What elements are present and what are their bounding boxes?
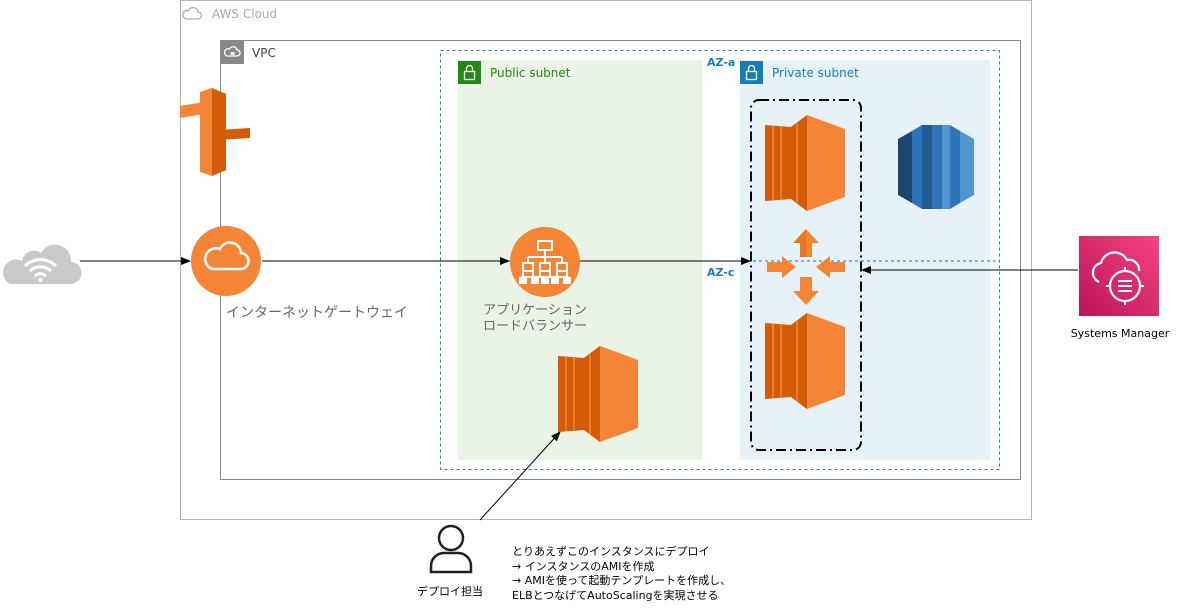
internet-gateway-icon — [190, 225, 262, 297]
alb-label-line2: ロードバランサー — [482, 319, 587, 334]
public-subnet-label: Public subnet — [490, 66, 571, 80]
auto-scaling-group-box — [750, 99, 862, 451]
az-a-label: AZ-a — [707, 56, 736, 69]
systems-manager-label: Systems Manager — [1070, 327, 1170, 340]
vpc-icon — [221, 41, 244, 64]
note-line-4: ELBとつなげてAutoScalingを実現させる — [512, 588, 719, 602]
private-subnet-lock-icon — [740, 61, 763, 84]
aws-cloud-group — [180, 0, 1032, 520]
router-icon — [180, 88, 252, 176]
ec2-icon — [765, 313, 845, 409]
rds-icon — [898, 125, 974, 209]
arrow-user-to-ec2 — [479, 431, 561, 521]
ec2-icon[interactable] — [558, 346, 638, 442]
note-line-2: → インスタンスのAMIを作成 — [512, 559, 655, 573]
az-c-label: AZ-c — [707, 266, 735, 279]
internet-gateway-label: インターネットゲートウェイ — [226, 305, 408, 321]
note-line-3: → AMIを使って起動テンプレートを作成し、 — [512, 574, 732, 587]
aws-cloud-label: AWS Cloud — [212, 7, 278, 21]
deployer-label: デプロイ担当 — [417, 585, 483, 598]
systems-manager-icon — [1079, 236, 1159, 316]
note-line-1: とりあえずこのインスタンスにデプロイ — [512, 545, 710, 558]
deployment-note: とりあえずこのインスタンスにデプロイ → インスタンスのAMIを作成 → AMI… — [512, 545, 731, 603]
availability-zone-box — [440, 50, 1000, 470]
alb-label: アプリケーション ロードバランサー — [460, 303, 610, 335]
auto-scaling-icon — [765, 229, 847, 305]
aws-cloud-icon — [181, 4, 203, 24]
private-subnet-label: Private subnet — [772, 66, 859, 80]
ec2-icon — [765, 115, 845, 211]
public-subnet-lock-icon — [458, 61, 481, 84]
internet-wifi-cloud-icon — [0, 232, 82, 287]
alb-label-line1: アプリケーション — [483, 303, 587, 318]
alb-icon — [509, 226, 581, 298]
user-icon — [428, 524, 474, 574]
vpc-label: VPC — [252, 46, 276, 60]
